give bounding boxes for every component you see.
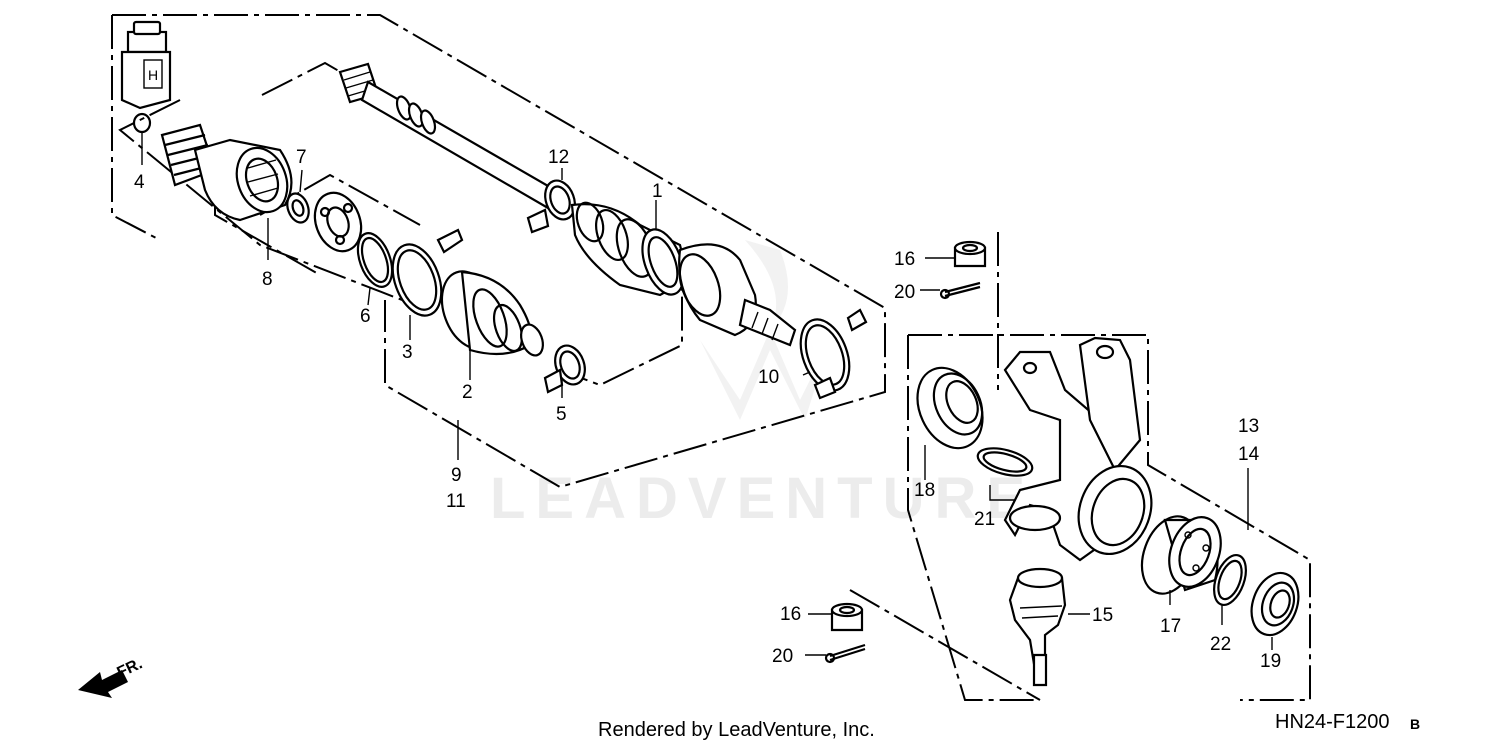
oil-seal-19 [1250,571,1300,650]
callout-8: 8 [262,269,273,290]
boot-band-12 [526,168,576,234]
callout-13: 13 [1238,416,1259,437]
circlip-22 [1213,554,1247,625]
callout-9: 9 [451,465,462,486]
callout-22: 22 [1210,634,1231,655]
callout-16-bottom: 16 [780,604,801,625]
bearing-cage [313,191,363,253]
watermark: LEADVENTURE [490,240,1035,531]
outer-boot [570,200,685,297]
callout-11: 11 [446,491,466,512]
callout-5: 5 [556,404,567,425]
watermark-text: LEADVENTURE [490,466,1035,531]
boot-band-5 [543,344,586,394]
assembly-outline-driveshaft [111,14,886,489]
boot-band-10 [799,308,868,400]
diagram-code: HN24-F1200 [1275,711,1390,733]
grease-tube-label: H [148,67,158,83]
cotter-pin-20-bottom [805,643,866,664]
leader-lines [267,218,1249,530]
callout-2: 2 [462,382,473,403]
bearing-17 [1140,515,1222,605]
callout-labels: 1 2 3 4 5 6 7 8 9 10 11 12 13 14 15 16 1… [134,147,1281,672]
drive-shaft-1 [338,62,557,210]
callout-20-top: 20 [894,282,915,303]
castle-nut-16-bottom [808,602,864,632]
callout-10: 10 [758,367,779,388]
callout-3: 3 [402,342,413,363]
callout-19: 19 [1260,651,1281,672]
callout-20-bottom: 20 [772,646,793,667]
callout-15: 15 [1092,605,1113,626]
assembly-outline-knuckle [849,232,1311,701]
grease-tube: H [120,20,172,165]
ring-6 [356,232,394,306]
callout-4: 4 [134,172,145,193]
diagram-code-suffix: B [1410,716,1420,732]
steering-knuckle [1003,336,1153,562]
callout-1: 1 [652,181,663,202]
front-direction-arrow: FR. [78,655,145,698]
callout-16-top: 16 [894,249,915,270]
oil-seal-18 [916,366,984,480]
callout-6: 6 [360,306,371,327]
castle-nut-16-top [925,240,987,268]
outer-joint [678,243,797,347]
callout-18: 18 [914,480,935,501]
boot-2 [440,270,544,380]
callout-12: 12 [548,147,569,168]
callout-7: 7 [296,147,307,168]
inner-joint-assembly [160,123,293,222]
circlip-7 [286,169,310,224]
callout-17: 17 [1160,616,1181,637]
callout-21: 21 [974,509,995,530]
cotter-pin-20-top [920,281,981,300]
boot-band-3 [391,228,464,340]
assembly-outline-shaft [261,61,683,387]
direction-label: FR. [115,655,146,681]
callout-14: 14 [1238,444,1260,465]
footer-credit: Rendered by LeadVenture, Inc. [598,719,875,741]
circlip-21 [976,447,1040,501]
ball-joint-15 [1008,567,1090,687]
